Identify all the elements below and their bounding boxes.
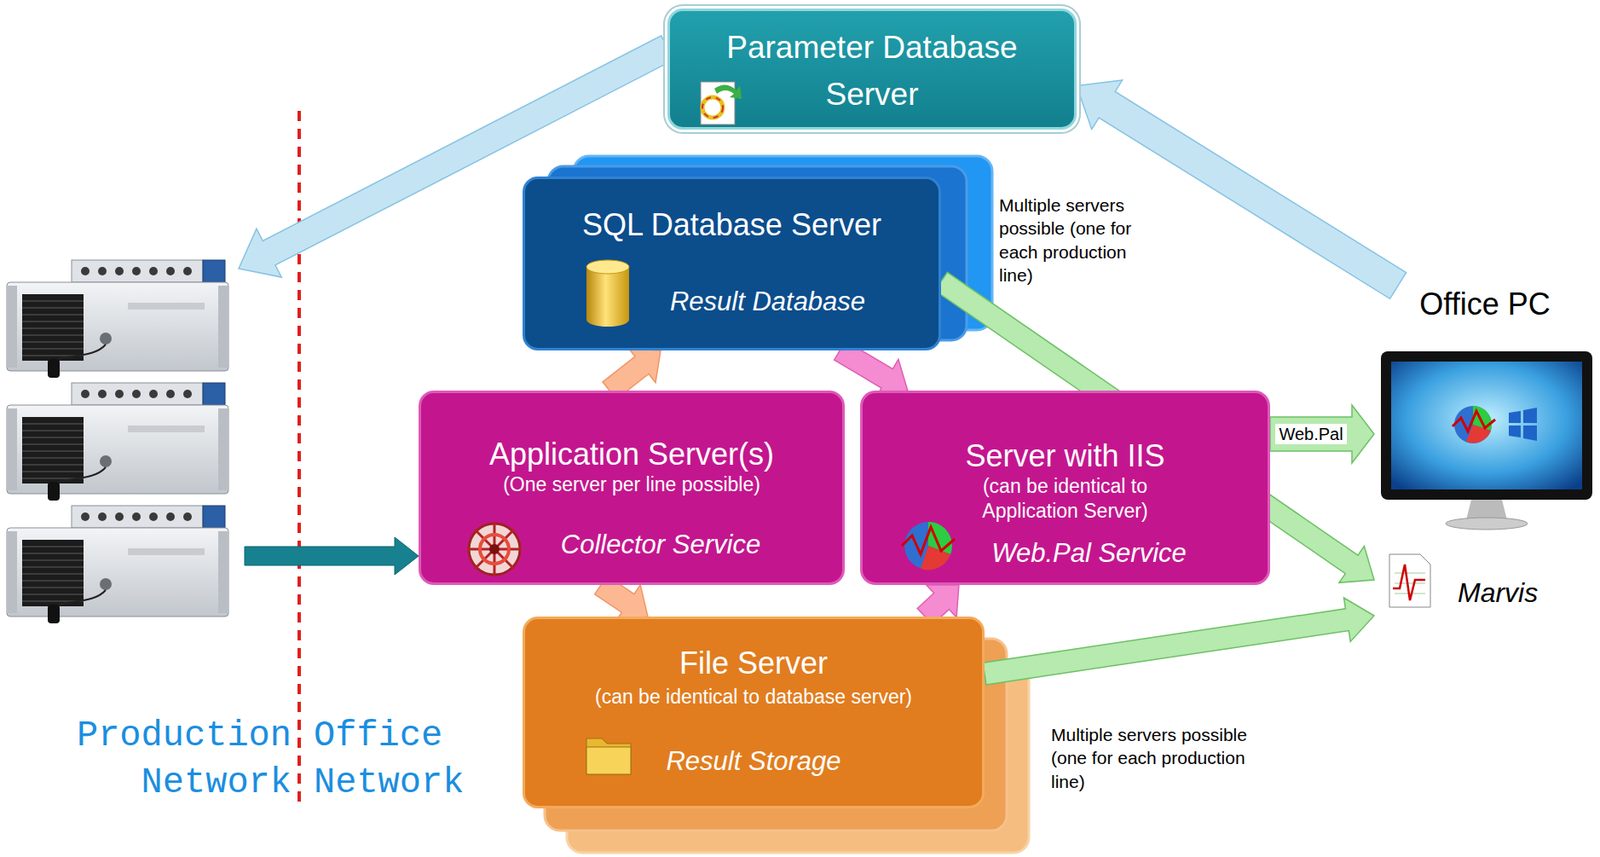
note-text: Multiple servers possible (one for each … <box>999 193 1162 287</box>
measuring-device <box>6 259 229 378</box>
parameter-server-box: Parameter Database Server <box>667 8 1077 130</box>
tool-label: Marvis <box>1457 576 1538 609</box>
label-holder: Multiple servers possible (one for each … <box>1051 722 1273 793</box>
network-label: Production Network <box>51 712 292 806</box>
block-arrow <box>982 597 1375 685</box>
block-arrow <box>1270 404 1375 463</box>
label-holder: Multiple servers possible (one for each … <box>999 193 1162 287</box>
data-arrow <box>244 537 419 575</box>
service-name: Result Storage <box>665 745 841 777</box>
web-server-box: Server with IIS(can be identical to Appl… <box>860 390 1271 585</box>
server-note: (One server per line possible) <box>502 472 761 497</box>
service-name: Collector Service <box>560 528 761 561</box>
database-server-box: SQL Database ServerResult Database <box>522 176 942 351</box>
label-holder: Office Network <box>313 712 519 806</box>
note-text: Multiple servers possible (one for each … <box>1051 722 1273 793</box>
office-pc: Office PC <box>1374 285 1596 542</box>
service-name: Web.Pal Service <box>991 537 1187 569</box>
folder-icon <box>586 738 631 775</box>
server-title: SQL Database Server <box>582 206 882 243</box>
viewer-application: Marvis <box>1374 545 1571 640</box>
monitor-illustration <box>1380 351 1593 530</box>
server-note: (can be identical to Application Server) <box>958 473 1173 524</box>
network-label: Office Network <box>313 712 519 806</box>
database-icon <box>586 259 630 327</box>
measuring-device <box>6 382 229 501</box>
label-holder: Production Network <box>51 712 292 806</box>
collector-icon <box>467 521 522 577</box>
server-title: Parameter Database Server <box>701 24 1043 119</box>
measuring-device <box>6 505 229 624</box>
file-server-box: File Server(can be identical to database… <box>522 616 985 809</box>
label-holder: Web.Pal <box>1275 423 1346 445</box>
report-file-icon <box>1389 554 1431 607</box>
web-report-icon <box>901 521 955 570</box>
server-title: Server with IIS <box>964 437 1165 474</box>
arrow-label: Web.Pal <box>1275 423 1346 445</box>
server-note: (can be identical to database server) <box>594 684 913 710</box>
application-server-box: Application Server(s)(One server per lin… <box>418 390 845 585</box>
server-title: Application Server(s) <box>489 435 775 473</box>
block-arrow <box>1076 80 1407 299</box>
parameter-icon <box>700 81 742 125</box>
computer-label: Office PC <box>1419 285 1550 323</box>
server-title: File Server <box>679 644 828 682</box>
service-name: Result Database <box>670 285 866 318</box>
network-boundary <box>297 110 301 807</box>
